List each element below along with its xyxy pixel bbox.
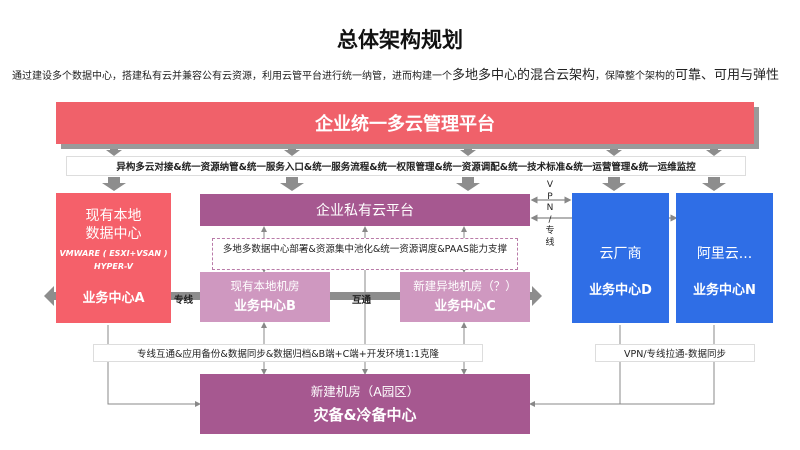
dc-b-line1: 现有本地机房 [230,279,300,293]
down-arrow-a [102,177,126,191]
dc-a-tech1: VMWARE ( ESXI+VSAN ) [59,249,168,258]
dc-d-label: 业务中心D [589,283,652,298]
subtitle: 通过建设多个数据中心，搭建私有云并兼容公有云资源，利用云管平台进行统一纳管，进而… [12,64,792,83]
subtitle-part3: ，保障整个架构的 [595,71,676,82]
dr-label: 灾备&冷备中心 [313,406,417,424]
dc-n-label: 业务中心N [693,283,756,298]
dc-c-line1: 新建异地机房（？） [413,279,517,293]
link-label-zhuanxian: 专线 [174,295,194,306]
vpn-char: 线 [545,237,555,248]
dc-c-label: 业务中心C [434,299,496,314]
business-center-d: 云厂商 业务中心D [572,193,669,323]
private-cloud-platform: 企业私有云平台 [200,194,530,226]
subtitle-part4: 可靠、可用与弹性 [675,68,780,83]
vpn-label: V P N / 专 线 [540,180,560,249]
conn-a-dr [107,325,201,407]
down-arrow-private2 [456,177,480,191]
dc-a-label: 业务中心A [82,291,145,306]
subtitle-part2: 多地多中心的混合云架构 [452,68,596,83]
down-arrow-top4 [606,145,622,156]
down-arrow-n [702,177,726,191]
dc-d-line1: 云厂商 [599,246,642,262]
vpn-char: 专 [545,226,555,236]
disaster-recovery-center: 新建机房（A园区） 灾备&冷备中心 [200,374,530,434]
conn-n-dr [620,325,715,405]
dc-a-line2: 数据中心 [85,226,142,242]
conn-d-dr [529,325,621,407]
down-arrow-top5 [706,145,722,156]
page-title: 总体架构规划 [337,28,463,52]
down-arrow-top2 [284,145,300,156]
dc-a-tech2: HYPER-V [94,262,133,271]
sync-right-bar: VPN/专线拉通-数据同步 [595,344,755,362]
business-center-c: 新建异地机房（？） 业务中心C [400,272,530,322]
down-arrow-top3 [460,145,476,156]
down-arrow-d [602,177,626,191]
vpn-char: N [546,203,554,213]
vpn-char: V [546,180,554,190]
integration-bar: 异构多云对接&统一资源纳管&统一服务入口&统一服务流程&统一权限管理&统一资源调… [66,156,746,176]
vpn-char: P [547,191,553,202]
down-arrow-top1 [106,145,122,156]
dr-line1: 新建机房（A园区） [310,384,420,399]
subtitle-part1: 通过建设多个数据中心，搭建私有云并兼容公有云资源，利用云管平台进行统一纳管，进而… [12,71,452,82]
business-center-b: 现有本地机房 业务中心B [200,272,330,322]
capability-box: 多地多数据中心部署&资源集中池化&统一资源调度&PAAS能力支撑 [212,238,518,270]
sync-left-bar: 专线互通&应用备份&数据同步&数据归档&B端+C端+开发环境1:1克隆 [93,344,483,362]
business-center-n: 阿里云... 业务中心N [676,193,773,323]
vpn-char: / [548,214,552,225]
business-center-a: 现有本地 数据中心 VMWARE ( ESXI+VSAN ) HYPER-V 业… [56,193,171,323]
down-arrow-private [280,177,304,191]
dc-n-line1: 阿里云... [696,246,753,262]
top-platform-banner: 企业统一多云管理平台 [56,102,754,144]
dc-b-label: 业务中心B [234,299,296,314]
link-label-hutong: 互通 [352,295,372,306]
dc-a-line1: 现有本地 [85,208,142,224]
